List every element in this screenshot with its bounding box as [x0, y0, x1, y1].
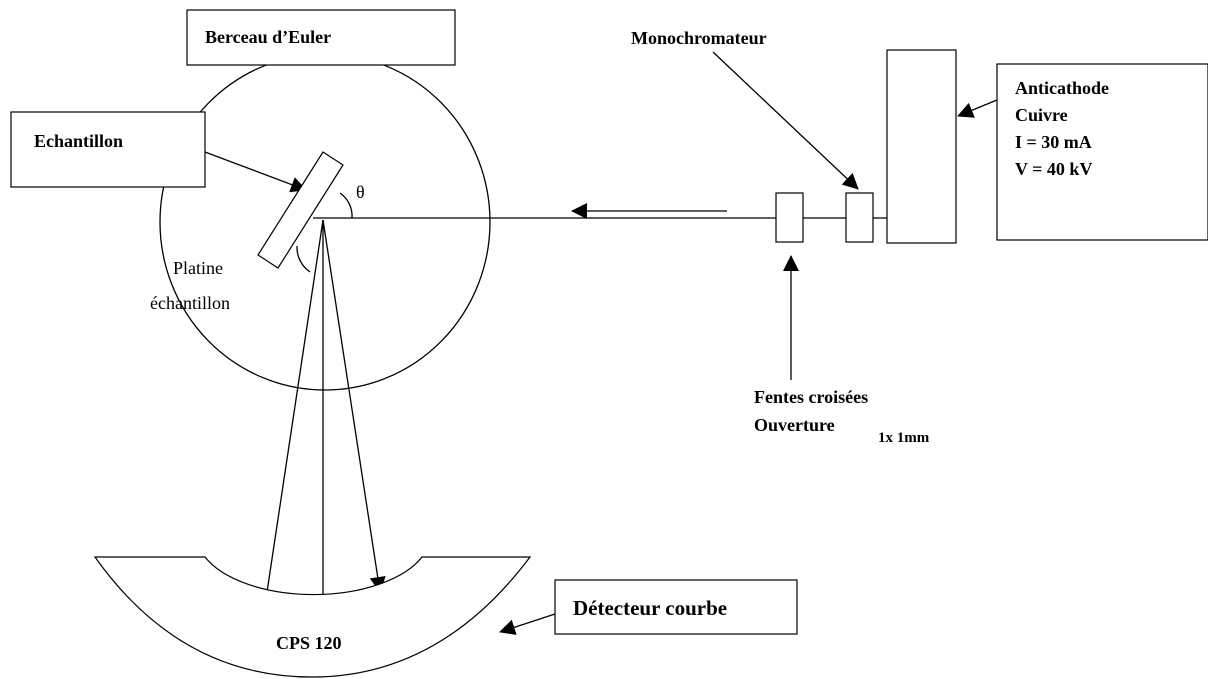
platine-label-line2: échantillon: [150, 293, 230, 313]
platine-label-line1: Platine: [173, 258, 223, 278]
anticathode-label-line3: I = 30 mA: [1015, 132, 1092, 152]
diffracted-beam-left: [258, 219, 324, 613]
euler-cradle-circle: [159, 53, 491, 391]
detecteur-label-box: [554, 579, 798, 635]
detecteur-pointer-arrow: [499, 613, 556, 635]
sample-plate: [257, 151, 344, 269]
lower-angle-arc: [296, 245, 311, 273]
diffracted-beam-right: [322, 219, 386, 593]
fentes-label-line1: Fentes croisées: [754, 387, 868, 407]
curved-detector: [93, 556, 532, 678]
fentes-label-line2: Ouverture: [754, 415, 835, 435]
anticathode-label-line1: Anticathode: [1015, 78, 1109, 98]
anticathode-housing: [886, 49, 957, 244]
theta-label: θ: [356, 182, 365, 202]
monochromateur-label: Monochromateur: [631, 28, 767, 48]
berceau-label-box: [186, 9, 456, 66]
anticathode-label-line2: Cuivre: [1015, 105, 1068, 125]
detecteur-label: Détecteur courbe: [573, 596, 727, 620]
anticathode-label-line4: V = 40 kV: [1015, 159, 1092, 179]
anticathode-pointer-arrow: [957, 99, 998, 118]
echantillon-pointer-arrow: [204, 151, 307, 193]
fentes-size-label: 1x 1mm: [878, 430, 930, 446]
echantillon-label: Echantillon: [34, 131, 123, 151]
berceau-label: Berceau d’Euler: [205, 27, 331, 47]
theta-angle-arc: [339, 192, 353, 219]
echantillon-label-box: [10, 111, 206, 188]
anticathode-label-box: [996, 63, 1208, 241]
crossed-slits-box: [775, 192, 804, 243]
cps-label: CPS 120: [276, 633, 342, 653]
monochromateur-pointer-arrow: [712, 51, 859, 190]
monochromator-box: [845, 192, 874, 243]
